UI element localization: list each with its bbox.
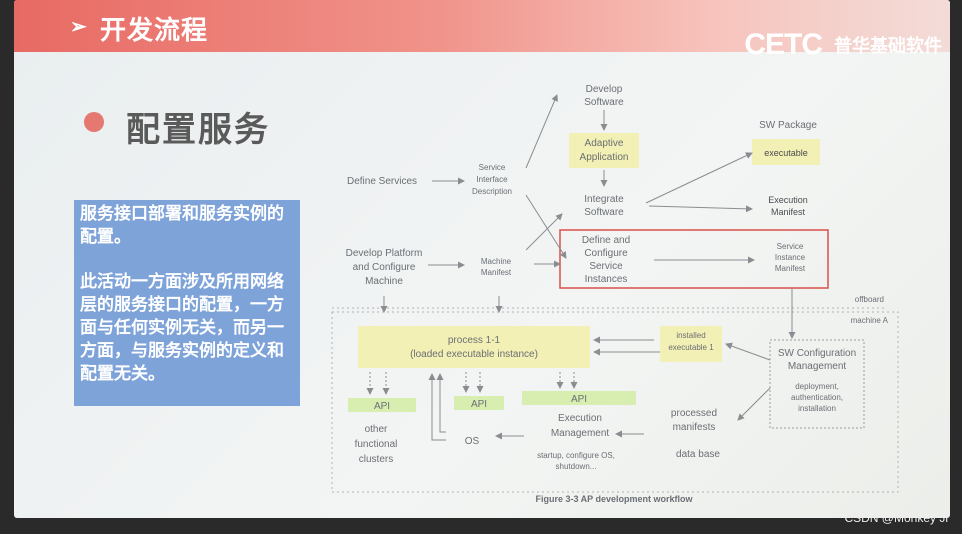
figure-caption: Figure 3-3 AP development workflow xyxy=(535,494,693,504)
highlight-box xyxy=(559,229,829,289)
offboard-label: offboard xyxy=(855,295,884,304)
installed-executable-box xyxy=(660,326,722,362)
cetc-logo: CETC 普华基础软件 xyxy=(744,28,942,62)
slide-title: 开发流程 xyxy=(100,15,209,45)
sw-package-label: SW Package xyxy=(759,120,817,131)
executable-box xyxy=(752,139,820,165)
data-base-label: data base xyxy=(676,449,720,460)
api-label-2: API xyxy=(471,399,487,410)
api-bar-3 xyxy=(522,391,636,405)
logo-company: 普华基础软件 xyxy=(834,36,942,56)
description-paragraph-2: 此活动一方面涉及所用网络层的服务接口的配置，一方面与任何实例无关，而另一方面，与… xyxy=(80,272,284,383)
description-paragraph-1: 服务接口部署和服务实例的配置。 xyxy=(80,204,284,246)
machine-boundary xyxy=(331,311,899,493)
adaptive-application-box xyxy=(569,133,639,168)
em-details-label: startup, configure OS,shutdown... xyxy=(537,451,615,471)
define-services-label: Define Services xyxy=(347,176,417,187)
swcm-details-label: deployment,authentication,installation xyxy=(791,382,843,413)
slide: ➢ 开发流程 CETC 普华基础软件 配置服务 服务接口部署和服务实例的配置。 … xyxy=(14,0,950,518)
api-bar-2 xyxy=(454,396,504,410)
api-label-1: API xyxy=(374,401,390,412)
process-box xyxy=(358,326,590,368)
watermark: CSDN @Monkey Ji xyxy=(844,511,948,525)
executable-label: executable xyxy=(764,148,808,158)
process-label: process 1-1(loaded executable instance) xyxy=(410,335,538,360)
arrow-icon: ➢ xyxy=(70,16,87,38)
api-label-3: API xyxy=(571,394,587,405)
os-label: OS xyxy=(465,436,480,447)
description-box: 服务接口部署和服务实例的配置。 此活动一方面涉及所用网络层的服务接口的配置，一方… xyxy=(74,200,300,406)
machine-a-label: machine A xyxy=(851,316,889,325)
title-bar: ➢ 开发流程 xyxy=(14,0,950,52)
bullet-dot xyxy=(84,112,104,132)
api-bar-1 xyxy=(348,398,416,412)
sw-config-box xyxy=(769,339,865,429)
logo-mark: CETC xyxy=(744,28,823,61)
section-heading: 配置服务 xyxy=(126,111,270,149)
